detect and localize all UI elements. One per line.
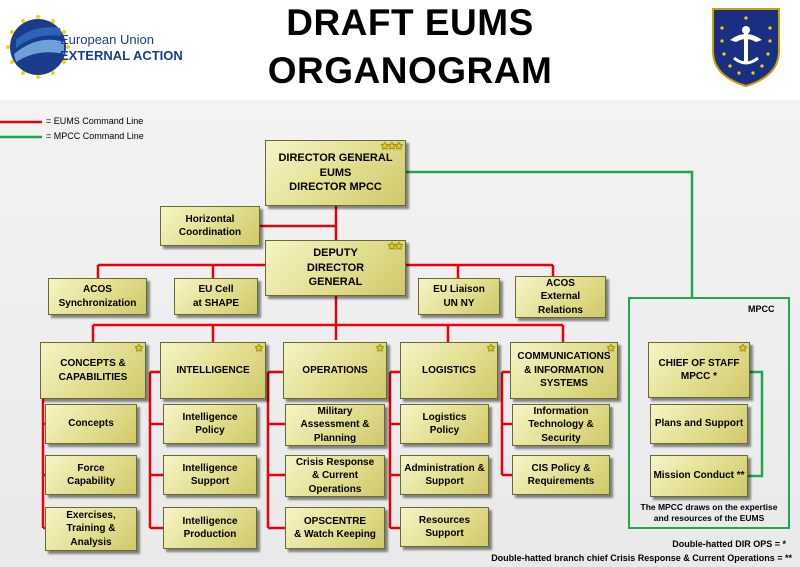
rank-stars-icon: ★	[375, 343, 384, 353]
box-opscentre-watch-keeping[interactable]: OPSCENTRE & Watch Keeping	[285, 507, 385, 549]
box-logistics[interactable]: ★ LOGISTICS	[400, 342, 498, 399]
box-intelligence-production[interactable]: Intelligence Production	[163, 507, 257, 549]
box-label: EU Cell at SHAPE	[192, 284, 240, 309]
box-label: Plans and Support	[654, 418, 744, 430]
box-label: Intelligence Production	[182, 515, 238, 541]
box-label: Horizontal Coordination	[178, 213, 242, 239]
box-concepts-capabilities[interactable]: ★ CONCEPTS & CAPABILITIES	[40, 342, 146, 399]
rank-stars-icon: ★	[738, 343, 747, 353]
box-label: COMMUNICATIONS & INFORMATION SYSTEMS	[517, 351, 611, 390]
box-label: Crisis Response & Current Operations	[295, 456, 375, 495]
box-information-technology-security[interactable]: Information Technology & Security	[512, 404, 610, 446]
box-communications-information-systems[interactable]: ★ COMMUNICATIONS & INFORMATION SYSTEMS	[510, 342, 618, 399]
rank-stars-icon: ★	[606, 343, 615, 353]
box-label: Administration & Support	[404, 462, 485, 488]
box-administration-support[interactable]: Administration & Support	[400, 455, 489, 495]
legend-eums-command-line: = EUMS Command Line	[46, 116, 144, 126]
rank-stars-icon: ★	[134, 343, 143, 353]
rank-stars-icon: ★★★	[380, 141, 403, 151]
box-label: Exercises, Training & Analysis	[66, 509, 116, 548]
box-operations[interactable]: ★ OPERATIONS	[283, 342, 387, 399]
box-label: Mission Conduct **	[653, 470, 745, 482]
logo-line1: European Union	[60, 32, 154, 47]
box-label: Intelligence Policy	[182, 411, 238, 437]
box-deputy-director-general[interactable]: ★★ DEPUTY DIRECTOR GENERAL	[265, 240, 406, 296]
box-label: Information Technology & Security	[528, 405, 594, 444]
box-label: CHIEF OF STAFF MPCC *	[658, 357, 740, 383]
box-label: Concepts	[68, 418, 114, 430]
box-label: DEPUTY DIRECTOR GENERAL	[306, 246, 365, 289]
box-crisis-response-current-operations[interactable]: Crisis Response & Current Operations	[285, 455, 385, 497]
box-eu-liaison-un[interactable]: EU Liaison UN NY	[418, 278, 500, 315]
box-cis-policy-requirements[interactable]: CIS Policy & Requirements	[512, 455, 610, 495]
box-mission-conduct[interactable]: Mission Conduct **	[650, 455, 748, 497]
logo-line2: EXTERNAL ACTION	[60, 48, 183, 63]
footnote-branch-chief: Double-hatted branch chief Crisis Respon…	[491, 553, 792, 563]
box-intelligence[interactable]: ★ INTELLIGENCE	[160, 342, 266, 399]
rank-stars-icon: ★	[486, 343, 495, 353]
box-resources-support[interactable]: Resources Support	[400, 507, 489, 547]
box-label: OPERATIONS	[302, 364, 368, 376]
box-force-capability[interactable]: Force Capability	[45, 455, 137, 495]
eums-emblem	[712, 8, 780, 88]
box-acos-external-relations[interactable]: ACOS External Relations	[515, 276, 606, 318]
box-label: ACOS External Relations	[537, 277, 583, 316]
box-director-general[interactable]: ★★★ DIRECTOR GENERAL EUMS DIRECTOR MPCC	[265, 140, 406, 206]
mpcc-label: MPCC	[748, 304, 775, 314]
eu-external-action-logo: European Union EXTERNAL ACTION	[6, 15, 183, 79]
legend-mpcc-command-line: = MPCC Command Line	[46, 131, 144, 141]
box-label: Resources Support	[418, 514, 471, 540]
box-label: Force Capability	[67, 462, 115, 488]
box-label: INTELLIGENCE	[176, 364, 250, 376]
title-line-1: DRAFT EUMS	[286, 2, 534, 43]
box-intelligence-support[interactable]: Intelligence Support	[163, 455, 257, 495]
title-line-2: ORGANOGRAM	[267, 50, 553, 91]
footnote-dir-ops: Double-hatted DIR OPS = *	[672, 539, 786, 549]
mpcc-note: The MPCC draws on the expertise and reso…	[640, 502, 778, 524]
rank-stars-icon: ★★	[387, 241, 403, 251]
box-label: Military Assessment & Planning	[300, 405, 370, 444]
box-label: ACOS Synchronization	[58, 284, 137, 309]
box-plans-and-support[interactable]: Plans and Support	[650, 404, 748, 444]
box-horizontal-coordination[interactable]: Horizontal Coordination	[160, 206, 260, 246]
box-eu-cell-shape[interactable]: EU Cell at SHAPE	[174, 278, 258, 315]
box-label: CIS Policy & Requirements	[527, 462, 595, 488]
box-chief-of-staff-mpcc[interactable]: ★ CHIEF OF STAFF MPCC *	[648, 342, 750, 398]
box-intelligence-policy[interactable]: Intelligence Policy	[163, 404, 257, 444]
box-concepts[interactable]: Concepts	[45, 404, 137, 444]
box-logistics-policy[interactable]: Logistics Policy	[400, 404, 489, 444]
box-label: CONCEPTS & CAPABILITIES	[58, 358, 128, 383]
box-label: OPSCENTRE & Watch Keeping	[294, 515, 376, 541]
box-label: LOGISTICS	[422, 364, 476, 376]
box-label: EU Liaison UN NY	[433, 284, 485, 309]
box-label: Logistics Policy	[422, 411, 467, 437]
header	[0, 0, 800, 100]
box-label: Intelligence Support	[182, 462, 238, 488]
box-exercises-training-analysis[interactable]: Exercises, Training & Analysis	[45, 507, 137, 551]
box-military-assessment-planning[interactable]: Military Assessment & Planning	[285, 404, 385, 446]
box-acos-synchronization[interactable]: ACOS Synchronization	[48, 278, 147, 315]
rank-stars-icon: ★	[254, 343, 263, 353]
box-label: DIRECTOR GENERAL EUMS DIRECTOR MPCC	[278, 151, 393, 194]
